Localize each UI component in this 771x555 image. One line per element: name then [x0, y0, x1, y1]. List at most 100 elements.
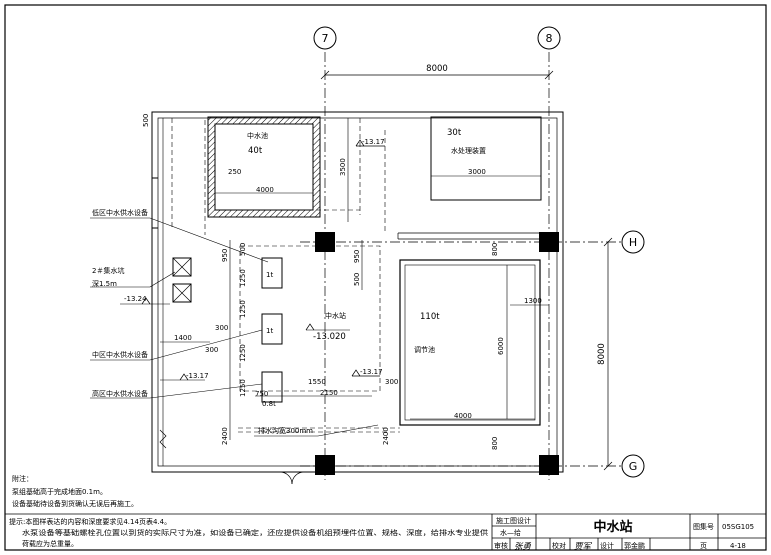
axis-bubble-8: 8 [537, 26, 561, 50]
page-label: 页 [700, 542, 707, 550]
svg-text:4000: 4000 [454, 412, 472, 420]
elevation-mark-3: -13.17 [160, 372, 209, 381]
axis-bubble-G: G [621, 454, 645, 478]
pool-capacity: 40t [248, 146, 263, 156]
svg-text:6000: 6000 [497, 337, 505, 355]
svg-text:1250: 1250 [239, 379, 247, 397]
svg-text:调节池: 调节池 [414, 345, 435, 354]
svg-text:3000: 3000 [468, 168, 486, 176]
svg-text:1t: 1t [266, 271, 273, 279]
checker-signature: 贾军 [574, 542, 593, 552]
svg-text:8000: 8000 [597, 343, 607, 365]
column-8H [539, 232, 559, 252]
svg-text:设备基础待设备到货确认无误后再施工。: 设备基础待设备到货确认无误后再施工。 [12, 499, 138, 508]
partition-wall [397, 232, 549, 240]
design-label: 设计 [600, 541, 614, 550]
dim-1400: 1400 [174, 334, 192, 342]
designer-name: 郭金鹏 [624, 541, 645, 550]
column-8G [539, 455, 559, 475]
svg-text:4000: 4000 [256, 186, 274, 194]
svg-text:水处理装置: 水处理装置 [451, 146, 486, 155]
svg-text:1250: 1250 [239, 269, 247, 287]
reviewer-signature: 张勇 [514, 542, 532, 552]
svg-text:1250: 1250 [239, 344, 247, 362]
label-low-zone-equipment: 低区中水供水设备 [92, 208, 148, 217]
column-7H [315, 232, 335, 252]
tank-mid: 1t [261, 313, 283, 345]
dim-300-right: 300 [385, 378, 398, 386]
dim-1550: 1550 [308, 378, 326, 386]
svg-text:0.8t: 0.8t [262, 400, 276, 408]
dim-top-span: 8000 [320, 64, 554, 80]
elevation-mark-1: -13.17 [355, 138, 385, 147]
door-symbol [159, 429, 305, 485]
dims-left-chain: 950 500 1250 1250 1250 1250 2400 [221, 240, 247, 445]
svg-text:-13.17: -13.17 [186, 372, 209, 380]
svg-text:1250: 1250 [239, 300, 247, 318]
svg-text:250: 250 [228, 168, 241, 176]
svg-text:500: 500 [353, 273, 361, 286]
svg-text:2400: 2400 [221, 427, 229, 445]
regulating-pool: 110t 调节池 4000 6000 1300 [399, 259, 549, 426]
axis-label-G: G [629, 460, 638, 473]
sump-pit [172, 257, 192, 303]
svg-text:500: 500 [239, 243, 247, 256]
review-label: 审核 [494, 541, 508, 550]
leader-lines [90, 217, 379, 437]
svg-text:1t: 1t [266, 327, 273, 335]
water-treatment-unit: 30t 水处理装置 3000 [430, 116, 542, 201]
design-stage: 施工图设计 [496, 516, 531, 525]
tip-line-1: 提示:本图样表达的内容和深度要求见4.14页表4.4。 [9, 517, 171, 526]
svg-text:泵组基础高于完成地面0.1m。: 泵组基础高于完成地面0.1m。 [12, 487, 107, 496]
svg-text:3500: 3500 [339, 158, 347, 176]
svg-text:30t: 30t [447, 128, 462, 138]
station-label: 中水站 [325, 311, 346, 320]
axis-grid [300, 52, 622, 480]
pipe-lines [171, 118, 386, 235]
tank-high: 0.8t 750 [255, 371, 283, 408]
svg-text:1300: 1300 [524, 297, 542, 305]
station-elevation: -13.020 [313, 332, 346, 342]
room-walls [151, 111, 564, 473]
atlas-label: 图集号 [693, 522, 714, 531]
axis-label-7: 7 [322, 32, 329, 45]
svg-text:-13.24: -13.24 [124, 295, 147, 303]
dim-side-span: 8000 [597, 237, 613, 471]
drain-trench [238, 427, 400, 433]
check-label: 校对 [552, 541, 566, 550]
elevation-mark-4: -13.17 [351, 368, 383, 377]
page-number: 4-18 [730, 542, 746, 550]
svg-text:-13.17: -13.17 [362, 138, 385, 146]
tip-line-2: 水泵设备等基础螺栓孔位置以到货的实际尺寸为准，如设备已确定，还应提供设备机组预埋… [22, 528, 488, 537]
drawing-title: 中水站 [593, 519, 632, 535]
label-pit-depth: 深1.5m [92, 279, 117, 288]
svg-text:8000: 8000 [426, 64, 448, 74]
atlas-number: 05SG105 [722, 523, 754, 531]
axis-bubble-H: H [621, 230, 645, 254]
dim-800-top: 800 [491, 243, 499, 256]
dim-2150: 2150 [320, 389, 338, 397]
svg-text:950: 950 [221, 249, 229, 262]
dim-3500: 3500 [339, 118, 349, 222]
dims-station-right: 950 500 [353, 240, 363, 290]
column-7G [315, 455, 335, 475]
notes: 附注： 泵组基础高于完成地面0.1m。 设备基础待设备到货确认无误后再施工。 [12, 474, 138, 508]
label-high-zone-equipment: 高区中水供水设备 [92, 389, 148, 398]
pool-label: 中水池 [247, 131, 268, 140]
reclaimed-water-pool: 中水池 40t 250 4000 [207, 116, 321, 218]
dim-800-bottom: 800 [491, 437, 499, 450]
label-drain-trench: 排水沟宽300mm [258, 426, 313, 435]
axis-label-H: H [629, 236, 637, 249]
svg-text:950: 950 [353, 250, 361, 263]
discipline: 水—给 [500, 528, 521, 537]
axis-label-8: 8 [546, 32, 553, 45]
svg-text:-13.17: -13.17 [360, 368, 383, 376]
svg-text:附注：: 附注： [12, 474, 33, 483]
svg-text:110t: 110t [420, 312, 440, 322]
station-area: 中水站 -13.020 [239, 245, 381, 392]
sheet-border [4, 4, 767, 551]
svg-text:750: 750 [255, 390, 268, 398]
dim-500-top: 500 [142, 114, 150, 127]
tank-low: 1t [261, 257, 283, 289]
elevation-mark-2: -13.24 [120, 295, 170, 305]
